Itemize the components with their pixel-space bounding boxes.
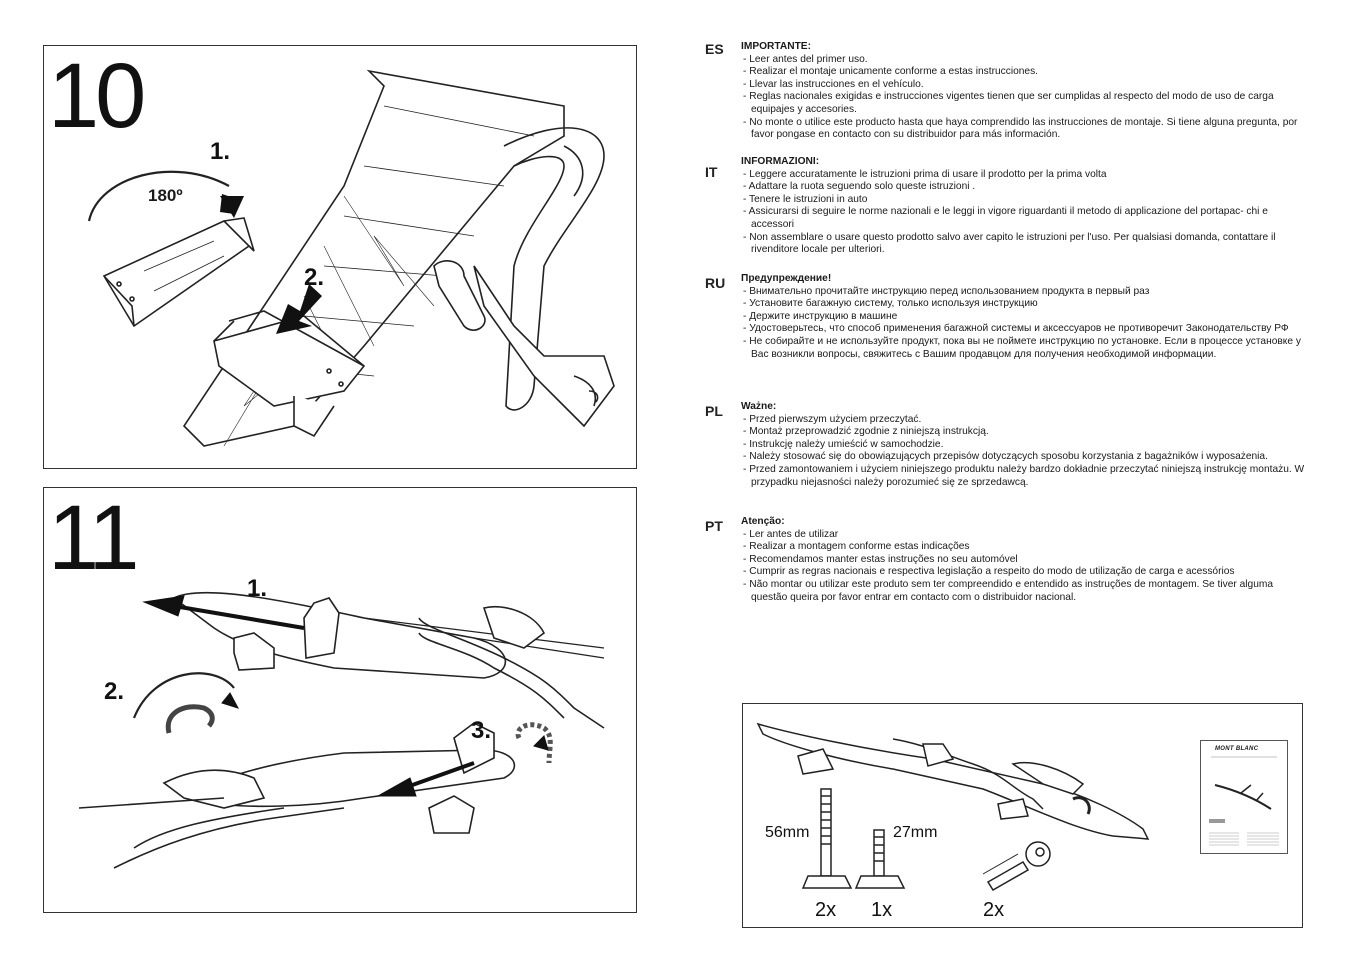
- key-quantity: 2x: [983, 899, 1005, 921]
- lang-code: IT: [705, 164, 718, 180]
- list-item: - Przed zamontowaniem i użyciem niniejsz…: [743, 463, 1305, 488]
- long-bolt-length: 56mm: [765, 824, 810, 841]
- list-item: - Recomendamos manter estas instruções n…: [743, 553, 1018, 565]
- step-label-2: 2.: [104, 678, 125, 705]
- list-item: - Cumprir as regras nacionais e respecti…: [743, 566, 1235, 578]
- step-10-illustration: [87, 69, 615, 447]
- list-item: - Reglas nacionales exigidas e instrucci…: [743, 91, 1274, 115]
- lang-code: PT: [705, 518, 723, 534]
- list-item: - Instrukcję należy umieścić w samochodz…: [743, 438, 944, 450]
- booklet-illustration: [1209, 756, 1279, 846]
- list-item: - Montaż przeprowadzić zgodnie z niniejs…: [743, 426, 989, 438]
- lang-heading: Ważne:: [741, 401, 777, 412]
- step-label-3: 3.: [471, 717, 492, 744]
- step-label-2: 2.: [304, 264, 325, 291]
- list-item: - Należy stosować się do obowiązujących …: [743, 451, 1268, 463]
- list-item: - Realizar el montaje unicamente conform…: [743, 66, 1039, 78]
- list-item: - Tenere le istruzioni in auto: [743, 193, 868, 205]
- list-item: - Leer antes del primer uso.: [743, 53, 868, 65]
- step-label-1: 1.: [247, 575, 268, 602]
- list-item: - Leggere accuratamente le istruzioni pr…: [743, 168, 1107, 180]
- lang-code: PL: [705, 403, 723, 419]
- step-11-illustration: [78, 591, 605, 869]
- list-item: - Non assemblare o usare questo prodotto…: [743, 231, 1276, 256]
- list-item: - Adattare la ruota seguendo solo queste…: [743, 181, 976, 193]
- lang-code: RU: [705, 275, 726, 291]
- list-item: - Assicurarsi di seguire le norme nazion…: [743, 206, 1268, 230]
- step-11-panel: 11 1. 2. 3.: [43, 487, 637, 913]
- list-item: - Não montar ou utilizar este produto se…: [743, 578, 1274, 603]
- lang-heading: Atenção:: [741, 516, 785, 527]
- list-item: - Внимательно прочитайте инструкцию пере…: [743, 285, 1150, 297]
- list-item: - No monte o utilice este producto hasta…: [743, 116, 1298, 141]
- list-item: - Realizar a montagem conforme estas ind…: [743, 541, 970, 553]
- short-bolt-length: 27mm: [893, 824, 938, 841]
- short-bolt-quantity: 1x: [871, 899, 893, 921]
- list-item: - Ler antes de utilizar: [743, 528, 839, 540]
- list-item: - Llevar las instrucciones en el vehícul…: [743, 78, 924, 90]
- list-item: - Удостоверьтесь, что способ применения …: [743, 323, 1289, 335]
- lang-heading: Предупреждение!: [741, 273, 832, 284]
- instruction-booklet: MONT BLANC: [1200, 740, 1288, 854]
- booklet-brand: MONT BLANC: [1215, 746, 1259, 752]
- list-item: - Установите багажную систему, только ис…: [743, 298, 1038, 310]
- list-item: - Держите инструкцию в машине: [743, 310, 898, 322]
- lang-heading: IMPORTANTE:: [741, 41, 811, 52]
- list-item: - Przed pierwszym użyciem przeczytać.: [743, 413, 922, 425]
- long-bolt-quantity: 2x: [815, 899, 837, 921]
- rotation-label: 180º: [148, 186, 183, 205]
- list-item: - Не собирайте и не используйте продукт,…: [743, 335, 1301, 360]
- lang-code: ES: [705, 41, 724, 57]
- step-label-1: 1.: [210, 138, 231, 165]
- step-number: 10: [48, 45, 146, 147]
- included-parts-illustration: [756, 722, 1150, 892]
- lang-heading: INFORMAZIONI:: [741, 156, 820, 167]
- step-number: 11: [48, 487, 139, 589]
- step-10-panel: 10 1. 2. 180º: [43, 45, 637, 469]
